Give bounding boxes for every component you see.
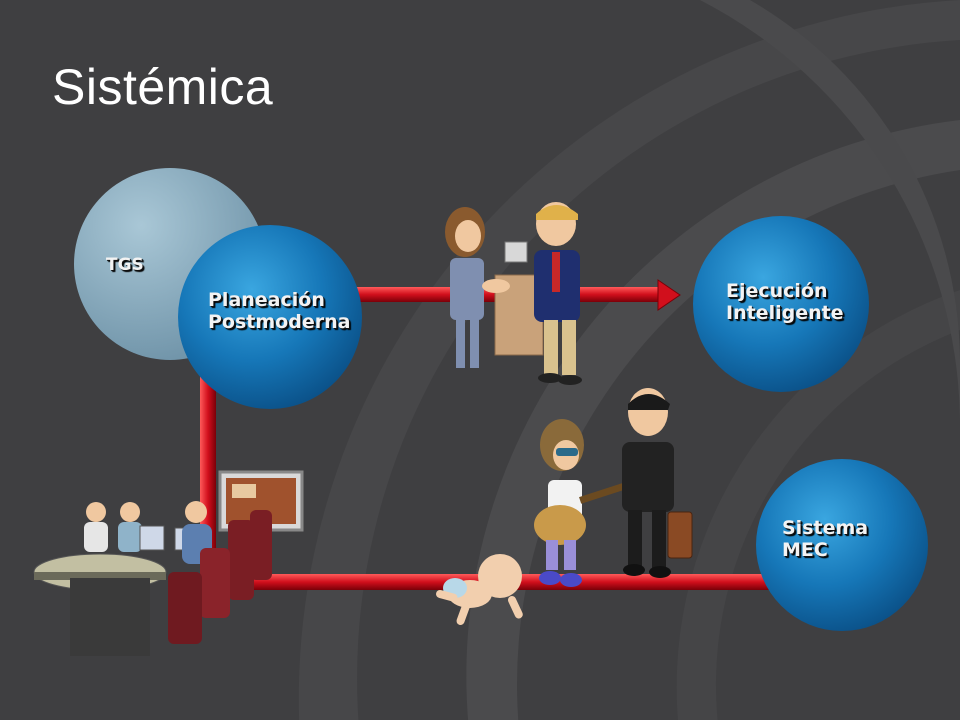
ejecucion-label-line1: Ejecución (726, 280, 828, 302)
sistema-circle (756, 459, 928, 631)
guitar-player-clipart (534, 419, 631, 587)
planeacion-label-line2: Postmoderna (208, 310, 351, 333)
ejecucion-label: Ejecución Inteligente (726, 280, 844, 325)
planeacion-label: Planeación Postmoderna (208, 289, 351, 334)
arrow-head (657, 279, 681, 311)
page-title: Sistémica (52, 59, 274, 115)
ejecucion-circle (693, 216, 869, 392)
tgs-label: TGS (106, 255, 144, 276)
tgs-label-text: TGS (106, 255, 144, 275)
sistema-label-line1: Sistema (782, 517, 869, 539)
sistema-label: Sistema MEC (782, 517, 869, 562)
planeacion-circle (178, 225, 362, 409)
handshake-clipart (445, 202, 582, 385)
meeting-room-clipart (33, 470, 304, 656)
sistema-label-line2: MEC (782, 538, 828, 561)
ejecucion-label-line2: Inteligente (726, 301, 844, 324)
businessman-clipart (622, 388, 693, 578)
planeacion-label-line1: Planeación (208, 289, 325, 311)
crawling-baby-clipart (435, 554, 523, 626)
